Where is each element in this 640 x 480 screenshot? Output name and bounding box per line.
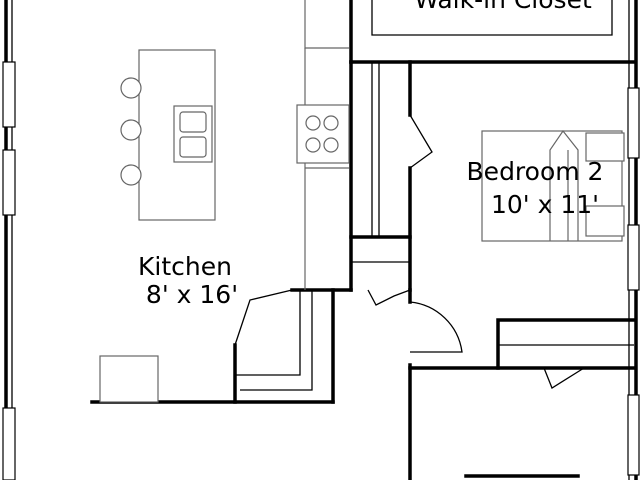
doors	[234, 114, 585, 389]
window-left-2	[2, 149, 16, 216]
range-icon	[296, 104, 350, 164]
kitchen-island	[120, 49, 216, 221]
kitchen-name: Kitchen	[138, 252, 232, 281]
door-lower-right	[543, 367, 585, 389]
window-right-2	[627, 224, 640, 291]
exterior-wall-left	[2, 0, 16, 480]
nightstand-2	[585, 205, 625, 237]
bed	[481, 129, 625, 242]
door-kitchen	[234, 289, 293, 346]
door-hall-arc	[409, 301, 463, 353]
closet-label: Walk-in Closet	[414, 0, 592, 14]
bedroom2-dims: 10' x 11'	[491, 190, 599, 219]
bedroom2-name: Bedroom 2	[467, 157, 604, 186]
exterior-wall-right	[627, 0, 640, 480]
window-left-1	[2, 61, 16, 128]
interior-walls	[90, 60, 636, 480]
stool-2	[120, 119, 142, 141]
cabinet-box	[99, 355, 159, 403]
window-left-3	[2, 407, 16, 480]
door-bedroom	[409, 114, 433, 169]
kitchen-dims: 8' x 16'	[146, 280, 238, 309]
window-right-3	[627, 394, 640, 476]
walk-in-closet: Walk-in Closet	[349, 0, 636, 64]
nightstand-1	[585, 132, 625, 162]
stool-1	[120, 77, 142, 99]
stool-3	[120, 164, 142, 186]
door-corridor	[367, 289, 411, 306]
window-right-1	[627, 87, 640, 159]
kitchen-counter	[296, 0, 350, 290]
